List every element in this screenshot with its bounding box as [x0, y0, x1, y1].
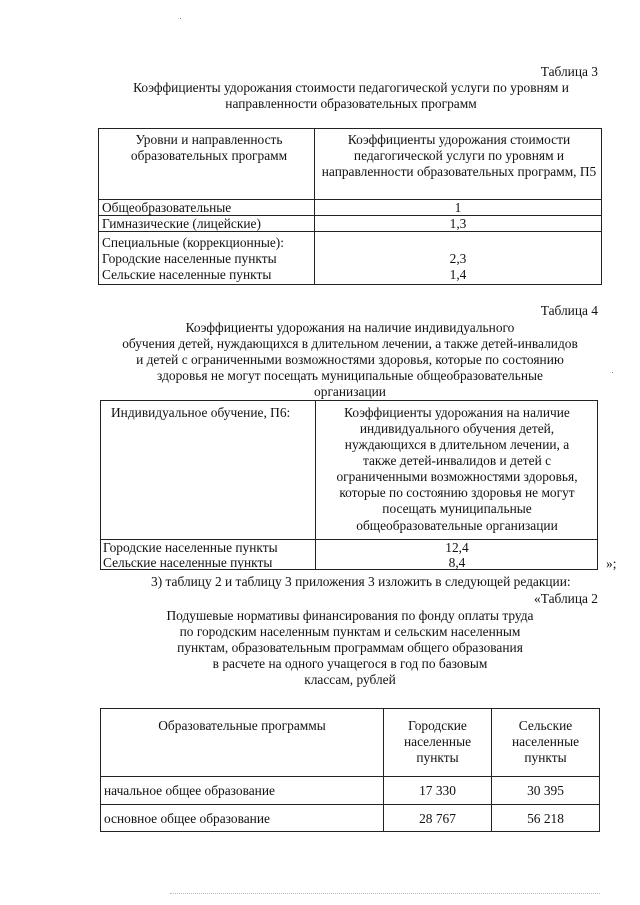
table3-row-name: Гимназические (лицейские)	[102, 216, 261, 231]
scan-speck	[180, 18, 181, 19]
table4-title-line: обучения детей, нуждающихся в длительном…	[122, 336, 578, 351]
table3-header-levels: Уровни и направленность образовательных …	[130, 132, 288, 163]
table4-row-value: 12,4	[445, 540, 469, 555]
table2-title-line: в расчете на одного учащегося в год по б…	[212, 656, 488, 671]
table2-row-rural: 56 218	[527, 811, 564, 826]
table3-row-name: Специальные (коррекционные):	[102, 235, 284, 250]
table3-row-value: 2,3	[449, 251, 467, 266]
table3-row-name: Сельские населенные пункты	[102, 267, 272, 282]
table4-title-line: и детей с ограниченными возможностями зд…	[136, 352, 564, 367]
table4-label: Таблица 4	[540, 303, 598, 318]
table4-row-name: Сельские населенные пункты	[103, 555, 273, 570]
table2-title-line: по городским населенным пунктам и сельск…	[179, 624, 521, 639]
table2-header-rural-line: Сельские	[518, 718, 573, 733]
closing-quote: »;	[606, 556, 617, 571]
table2-title-line: Подушевые нормативы финансирования по фо…	[166, 608, 534, 623]
table4-header-line: также детей-инвалидов и детей с	[362, 453, 552, 468]
table4-header-line: посещать муниципальные	[382, 501, 532, 516]
table2-row-program: начальное общее образование	[104, 783, 275, 798]
table2-header-rural-line: населенные	[511, 734, 580, 749]
scan-artifact-line	[170, 893, 600, 894]
table2-row-urban: 28 767	[419, 811, 456, 826]
table2-row-urban: 17 330	[419, 783, 456, 798]
table2-title-line: пунктам, образовательным программам обще…	[177, 640, 523, 655]
table3-header-coefficients: Коэффициенты удорожания стоимости педаго…	[321, 132, 597, 179]
table4-header-line: нуждающихся в длительном лечении, а	[344, 437, 570, 452]
table4-header-line: ограниченными возможностями здоровья,	[336, 469, 578, 484]
table2-header-rural-line: пункты	[524, 750, 567, 765]
table4-header-line: которые по состоянию здоровья не могут	[339, 485, 575, 500]
table4-title-line: Коэффициенты удорожания на наличие индив…	[185, 320, 515, 335]
table4-header-line: общеобразовательные организации	[356, 518, 558, 533]
table3-row-value: 1,4	[449, 267, 467, 282]
table2: Образовательные программы Городские насе…	[100, 708, 600, 832]
scan-speck	[612, 372, 613, 373]
table4-row-name: Городские населенные пункты	[103, 540, 278, 555]
table2-row-rural: 30 395	[527, 783, 564, 798]
table2-header-programs: Образовательные программы	[158, 718, 326, 733]
table4-title-line: здоровья не могут посещать муниципальные…	[157, 368, 543, 383]
table4-title-line: организации	[314, 384, 386, 399]
table4-header-individual: Индивидуальное обучение, П6:	[111, 405, 291, 420]
table4-row-value: 8,4	[448, 555, 466, 570]
table2-label: «Таблица 2	[534, 591, 598, 606]
table4: Индивидуальное обучение, П6: Коэффициент…	[100, 400, 598, 570]
table3-row-value: 1	[454, 200, 462, 215]
table3-title: Коэффициенты удорожания стоимости педаго…	[133, 80, 569, 111]
table2-title-line: классам, рублей	[304, 672, 396, 687]
table3-row-name: Общеобразовательные	[102, 200, 232, 215]
amendment-instruction: 3) таблицу 2 и таблицу 3 приложения 3 из…	[151, 574, 571, 589]
table3: Уровни и направленность образовательных …	[98, 128, 602, 285]
table2-header-urban-line: пункты	[416, 750, 459, 765]
table4-header-line: индивидуального обучения детей,	[359, 421, 555, 436]
table2-header-urban-line: Городские	[408, 718, 467, 733]
table2-header-urban-line: населенные	[403, 734, 472, 749]
table3-label: Таблица 3	[540, 64, 598, 79]
table3-row-value: 1,3	[449, 216, 467, 231]
table2-row-program: основное общее образование	[104, 811, 270, 826]
table3-row-name: Городские населенные пункты	[102, 251, 277, 266]
table4-header-line: Коэффициенты удорожания на наличие	[344, 405, 570, 420]
